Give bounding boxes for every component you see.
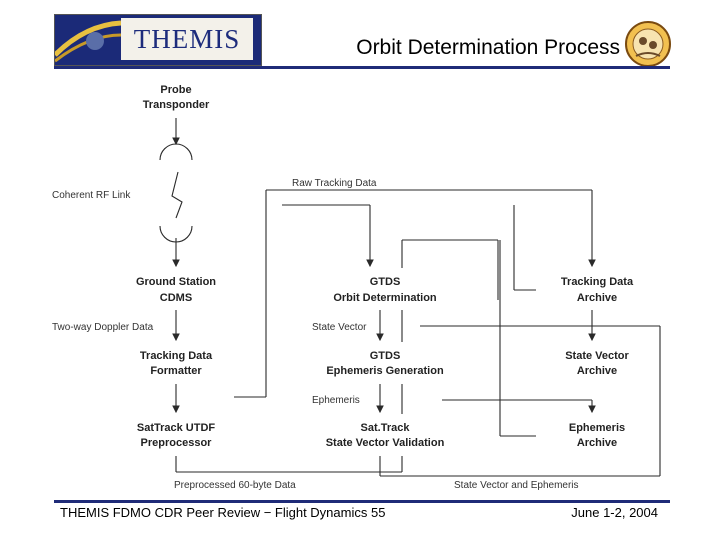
footer-date: June 1-2, 2004: [571, 505, 658, 520]
gtds-od-box: GTDS Orbit Determination: [312, 268, 458, 310]
raw-tracking-data-label: Raw Tracking Data: [292, 178, 377, 189]
ground-station-box: Ground Station CDMS: [118, 268, 234, 310]
tracking-archive-box: Tracking Data Archive: [538, 268, 656, 310]
probe-line2: Transponder: [143, 99, 210, 111]
probe-line1: Probe: [160, 84, 191, 96]
logo-wordmark: THEMIS: [121, 18, 253, 60]
gtds-ephemeris-box: GTDS Ephemeris Generation: [312, 342, 458, 384]
themis-logo: THEMIS: [54, 14, 262, 66]
utdf-line2: Preprocessor: [141, 437, 213, 449]
footer-presentation-title: THEMIS FDMO CDR Peer Review − Flight Dyn…: [60, 505, 386, 520]
gtds-eph-line1: GTDS: [370, 350, 401, 362]
slide-title: Orbit Determination Process: [356, 36, 620, 59]
sv-and-ephemeris-label: State Vector and Ephemeris: [454, 480, 579, 491]
tracking-archive-line2: Archive: [577, 292, 617, 304]
sv-archive-box: State Vector Archive: [538, 342, 656, 384]
header-divider: [54, 66, 670, 69]
tracking-archive-line1: Tracking Data: [561, 276, 634, 288]
formatter-line2: Formatter: [150, 365, 202, 377]
flow-labels: Coherent RF Link Raw Tracking Data Two-w…: [52, 178, 579, 491]
sv-valid-line2: State Vector Validation: [326, 437, 445, 449]
diagram-boxes: Probe Transponder Ground Station CDMS Tr…: [118, 76, 656, 456]
utdf-line1: SatTrack UTDF: [137, 422, 216, 434]
gtds-od-line1: GTDS: [370, 276, 401, 288]
formatter-line1: Tracking Data: [140, 350, 213, 362]
ground-line1: Ground Station: [136, 276, 216, 288]
ground-line2: CDMS: [160, 292, 192, 304]
rf-lightning-icon: [171, 171, 183, 219]
preprocessed-data-label: Preprocessed 60-byte Data: [174, 480, 296, 491]
probe-transponder-box: Probe Transponder: [118, 76, 234, 118]
sv-archive-line2: Archive: [577, 365, 617, 377]
eph-archive-line2: Archive: [577, 437, 617, 449]
ephemeris-archive-box: Ephemeris Archive: [538, 414, 656, 456]
eph-archive-line1: Ephemeris: [569, 422, 625, 434]
sattrack-utdf-box: SatTrack UTDF Preprocessor: [118, 414, 234, 456]
two-way-doppler-label: Two-way Doppler Data: [52, 322, 154, 333]
sv-archive-line1: State Vector: [565, 350, 629, 362]
gtds-od-line2: Orbit Determination: [333, 292, 437, 304]
sattrack-sv-box: Sat.Track State Vector Validation: [312, 414, 458, 456]
footer-divider: [54, 500, 670, 503]
rf-arc-top: [159, 143, 193, 161]
sv-valid-line1: Sat.Track: [361, 422, 411, 434]
tracking-formatter-box: Tracking Data Formatter: [118, 342, 234, 384]
coherent-rf-link-label: Coherent RF Link: [52, 190, 131, 201]
gtds-eph-line2: Ephemeris Generation: [326, 365, 444, 377]
state-vector-label: State Vector: [312, 322, 367, 333]
ephemeris-label: Ephemeris: [312, 395, 360, 406]
